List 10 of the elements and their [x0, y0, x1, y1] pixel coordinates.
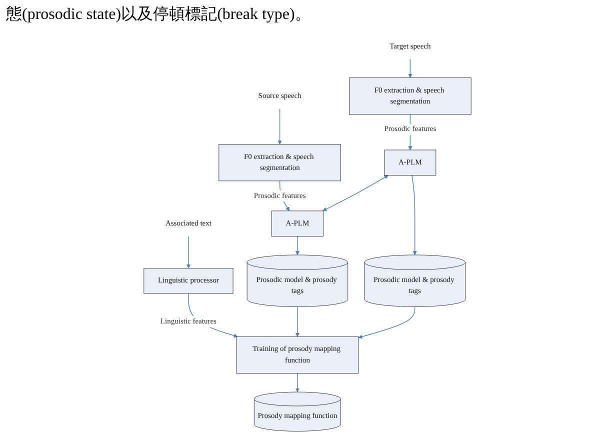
note-text: 態(prosodic state)以及停頓標記(break type)。 [6, 4, 311, 25]
arrow [412, 174, 417, 256]
arrow [358, 306, 416, 339]
arrow [278, 108, 282, 145]
arrow [186, 236, 191, 268]
arrow [408, 58, 412, 78]
arrow [322, 175, 388, 212]
arrow [295, 306, 300, 337]
arrow [295, 236, 300, 256]
arrow [295, 372, 300, 392]
